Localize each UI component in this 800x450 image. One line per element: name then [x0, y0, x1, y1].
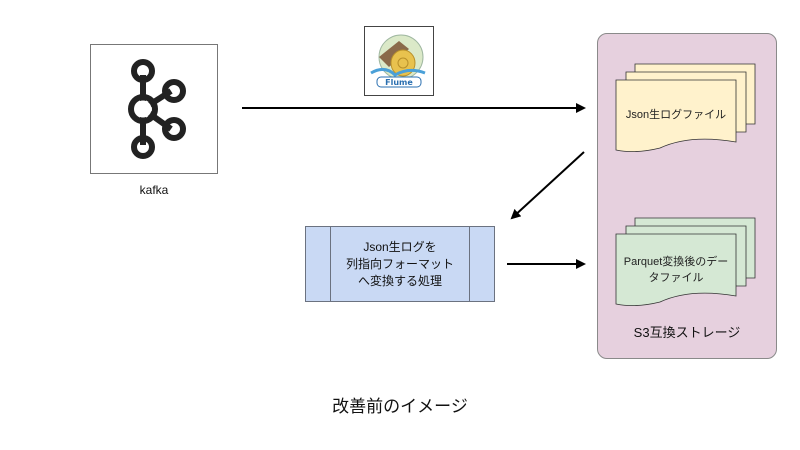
parquet-files-label-2: タファイル: [649, 271, 704, 284]
process-label: Json生ログを 列指向フォーマット へ変換する処理: [330, 239, 470, 290]
process-label-line-2: 列指向フォーマット: [345, 257, 454, 271]
flume-logo-text: Flume: [385, 78, 413, 87]
parquet-files-label-1: Parquet変換後のデー: [624, 254, 729, 268]
storage-label: S3互換ストレージ: [633, 325, 741, 340]
conversion-process-node: Json生ログを 列指向フォーマット へ変換する処理: [305, 226, 495, 302]
json-files-label: Json生ログファイル: [626, 107, 726, 121]
process-label-line-1: Json生ログを: [363, 240, 437, 254]
process-label-line-3: へ変換する処理: [357, 274, 442, 288]
json-log-files-stack: [615, 63, 756, 152]
kafka-node: [90, 44, 218, 174]
parquet-files-stack: [615, 217, 756, 306]
process-right-bar: [469, 227, 470, 301]
arrow-json-to-process: [510, 151, 585, 220]
flume-logo-icon: Flume: [370, 34, 426, 88]
flume-node: Flume: [364, 26, 434, 96]
kafka-logo-icon: [128, 59, 186, 159]
diagram-caption: 改善前のイメージ: [332, 397, 468, 416]
kafka-label: kafka: [139, 183, 169, 197]
process-left-bar: [330, 227, 331, 301]
